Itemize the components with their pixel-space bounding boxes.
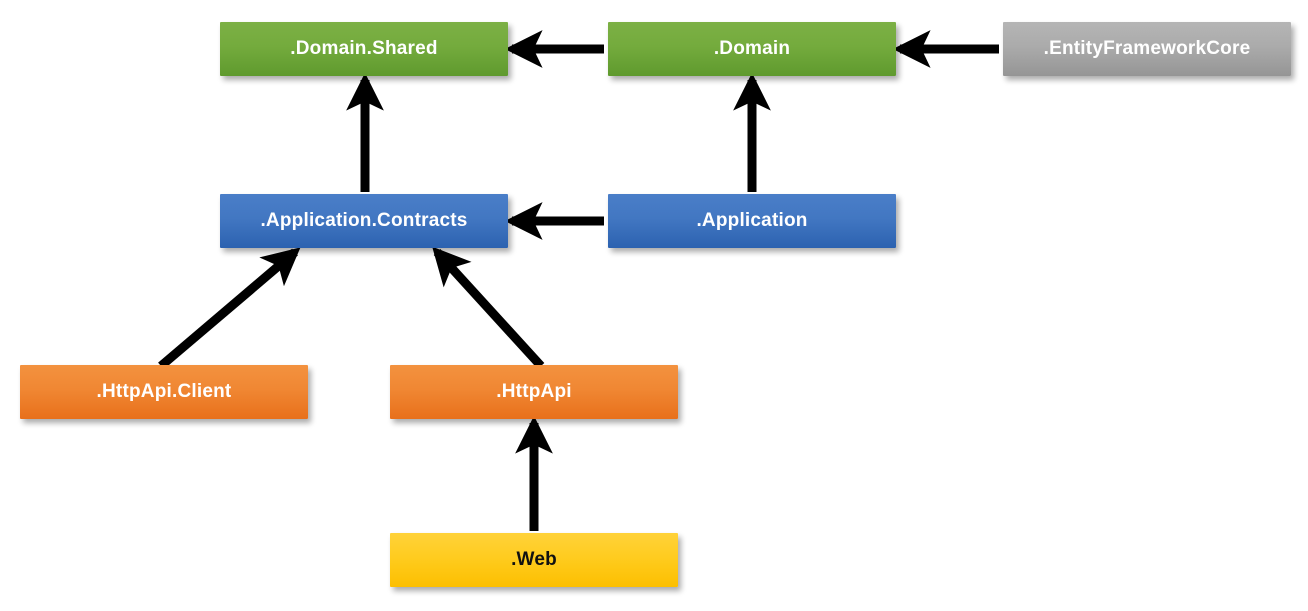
node-domain-shared[interactable]: .Domain.Shared	[220, 22, 508, 76]
edge-httpapi-client-to-application-contracts	[158, 247, 301, 370]
node-domain[interactable]: .Domain	[608, 22, 896, 76]
node-label-domain-shared: .Domain.Shared	[290, 38, 438, 59]
node-application-contracts[interactable]: .Application.Contracts	[220, 194, 508, 248]
node-entity-framework-core[interactable]: .EntityFrameworkCore	[1003, 22, 1291, 76]
node-label-httpapi-client: .HttpApi.Client	[96, 381, 232, 402]
node-httpapi[interactable]: .HttpApi	[390, 365, 678, 419]
node-web[interactable]: .Web	[390, 533, 678, 587]
node-application[interactable]: .Application	[608, 194, 896, 248]
node-label-domain: .Domain	[713, 38, 791, 59]
node-httpapi-client[interactable]: .HttpApi.Client	[20, 365, 308, 419]
node-label-application-contracts: .Application.Contracts	[260, 210, 468, 231]
edge-httpapi-to-application-contracts	[432, 246, 545, 370]
node-label-httpapi: .HttpApi	[496, 381, 572, 402]
node-label-entity-framework-core: .EntityFrameworkCore	[1043, 38, 1251, 59]
node-label-application: .Application	[696, 210, 808, 231]
node-label-web: .Web	[511, 549, 557, 570]
